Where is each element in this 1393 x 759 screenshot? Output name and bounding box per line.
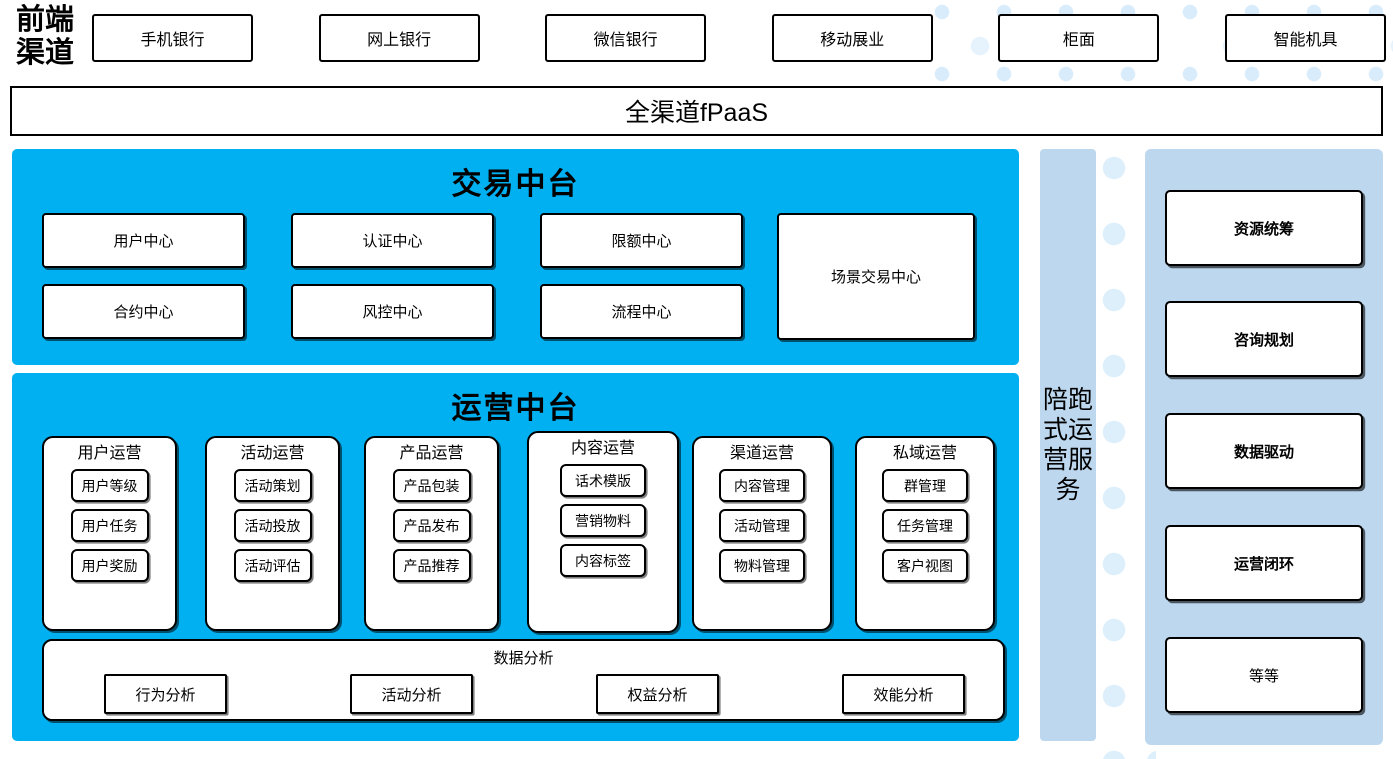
capability-box-1[interactable]: 咨询规划 (1165, 301, 1363, 377)
ops-column-title-5: 私域运营 (892, 445, 957, 462)
trade-center-box-2[interactable]: 限额中心 (540, 213, 743, 268)
data-analysis-card: 数据分析 行为分析 活动分析 权益分析 效能分析 (42, 639, 1005, 721)
ops-column-1: 活动运营活动策划活动投放活动评估 (205, 436, 340, 631)
accompanying-operation-service-strip: 陪跑式运营服务 (1040, 149, 1096, 741)
trade-center-title: 交易中台 (451, 168, 580, 201)
ops-item-5-1[interactable]: 任务管理 (882, 509, 968, 542)
data-analysis-item-3[interactable]: 效能分析 (842, 674, 965, 714)
capability-box-4[interactable]: 等等 (1165, 637, 1363, 713)
capability-box-3[interactable]: 运营闭环 (1165, 525, 1363, 601)
ops-item-4-0[interactable]: 内容管理 (719, 469, 805, 502)
ops-item-0-0[interactable]: 用户等级 (70, 469, 149, 502)
front-channel-label-line2: 渠道 (15, 37, 74, 69)
front-channel-label-line1: 前端 (15, 4, 74, 36)
trade-center-box-5[interactable]: 流程中心 (540, 284, 743, 339)
ops-item-3-1[interactable]: 营销物料 (560, 504, 646, 537)
scene-trade-center-box[interactable]: 场景交易中心 (777, 213, 975, 340)
ops-column-title-2: 产品运营 (399, 445, 464, 462)
capability-panel: 资源统筹咨询规划数据驱动运营闭环等等 (1145, 149, 1383, 745)
omnichannel-fpaas-banner: 全渠道fPaaS (10, 86, 1383, 136)
ops-column-0: 用户运营用户等级用户任务用户奖励 (42, 436, 177, 631)
ops-item-5-0[interactable]: 群管理 (882, 469, 968, 502)
ops-center-title: 运营中台 (451, 392, 580, 425)
trade-center-panel: 交易中台 用户中心认证中心限额中心合约中心风控中心流程中心 场景交易中心 (12, 149, 1019, 365)
channel-box-2[interactable]: 微信银行 (545, 14, 707, 62)
ops-column-title-0: 用户运营 (77, 445, 142, 462)
ops-column-2: 产品运营产品包装产品发布产品推荐 (364, 436, 499, 631)
data-analysis-item-2[interactable]: 权益分析 (596, 674, 719, 714)
channel-box-1[interactable]: 网上银行 (318, 14, 480, 62)
ops-item-2-0[interactable]: 产品包装 (392, 469, 471, 502)
ops-item-1-1[interactable]: 活动投放 (233, 509, 312, 542)
ops-item-2-2[interactable]: 产品推荐 (392, 549, 471, 582)
ops-column-5: 私域运营群管理任务管理客户视图 (855, 436, 995, 631)
ops-item-5-2[interactable]: 客户视图 (882, 549, 968, 582)
capability-box-2[interactable]: 数据驱动 (1165, 413, 1363, 489)
ops-item-4-2[interactable]: 物料管理 (719, 549, 805, 582)
ops-item-0-2[interactable]: 用户奖励 (70, 549, 149, 582)
ops-item-4-1[interactable]: 活动管理 (719, 509, 805, 542)
ops-item-0-1[interactable]: 用户任务 (70, 509, 149, 542)
service-strip-label: 陪跑式运营服务 (1043, 386, 1094, 504)
trade-center-box-1[interactable]: 认证中心 (291, 213, 494, 268)
capability-box-0[interactable]: 资源统筹 (1165, 190, 1363, 266)
channel-box-3[interactable]: 移动展业 (771, 14, 933, 62)
ops-item-2-1[interactable]: 产品发布 (392, 509, 471, 542)
ops-center-panel: 运营中台 用户运营用户等级用户任务用户奖励活动运营活动策划活动投放活动评估产品运… (12, 373, 1019, 741)
ops-column-4: 渠道运营内容管理活动管理物料管理 (692, 436, 832, 631)
channel-box-5[interactable]: 智能机具 (1224, 14, 1386, 62)
front-channel-row: 手机银行 网上银行 微信银行 移动展业 柜面 智能机具 (92, 14, 1386, 62)
ops-column-title-4: 渠道运营 (729, 445, 794, 462)
ops-item-1-2[interactable]: 活动评估 (233, 549, 312, 582)
channel-box-4[interactable]: 柜面 (998, 14, 1160, 62)
data-analysis-title: 数据分析 (493, 650, 554, 667)
ops-item-1-0[interactable]: 活动策划 (233, 469, 312, 502)
front-channel-label: 前端 渠道 (4, 4, 86, 70)
ops-column-title-3: 内容运营 (570, 440, 635, 457)
trade-center-box-4[interactable]: 风控中心 (291, 284, 494, 339)
channel-box-0[interactable]: 手机银行 (92, 14, 253, 62)
ops-column-title-1: 活动运营 (240, 445, 305, 462)
ops-column-3: 内容运营话术模版营销物料内容标签 (527, 431, 679, 633)
data-analysis-item-1[interactable]: 活动分析 (350, 674, 473, 714)
ops-item-3-2[interactable]: 内容标签 (560, 544, 646, 577)
data-analysis-items: 行为分析 活动分析 权益分析 效能分析 (104, 674, 965, 714)
data-analysis-item-0[interactable]: 行为分析 (104, 674, 227, 714)
ops-item-3-0[interactable]: 话术模版 (560, 464, 646, 497)
trade-center-box-3[interactable]: 合约中心 (42, 284, 245, 339)
trade-center-box-0[interactable]: 用户中心 (42, 213, 245, 268)
